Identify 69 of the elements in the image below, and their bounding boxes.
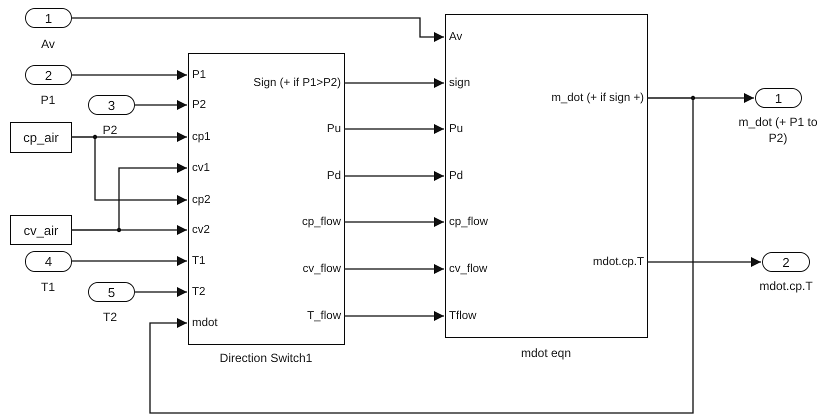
port-terminal [762,252,810,272]
port-terminal [88,95,135,115]
port-label: cp2 [192,193,211,207]
port-label: T_flow [307,309,341,323]
port-label: sign [449,76,470,90]
signal-line [345,264,444,274]
constant-block [10,215,72,245]
port-label: Pd [326,169,341,183]
port-label: Pu [326,122,341,136]
block-label: mdot eqn [520,345,572,361]
port-label: cp1 [192,130,211,144]
port-label: T1 [192,254,206,268]
port-label: cv_flow [302,262,341,276]
port-number: 2 [44,68,52,82]
port-terminal [25,251,72,272]
port-label: cv1 [192,161,210,175]
block-label: m_dot (+ P1 to P2) [738,114,818,146]
port-number: 5 [108,284,116,300]
block-label: Direction Switch1 [220,350,312,366]
signal-line [72,17,444,42]
signal-line [72,256,187,266]
constant-block [10,122,72,153]
signal-line [135,287,187,297]
port-terminal [755,88,802,108]
signal-line [345,311,444,321]
port-label: Pd [449,169,464,183]
block-label: T1 [41,279,55,295]
constant-name: cv_air [24,222,58,238]
signal-line [345,217,444,227]
port-label: mdot.cp.T [592,255,644,269]
port-number: 2 [782,254,790,270]
port-label: cp_flow [449,215,488,229]
signal-line [345,171,444,181]
port-label: mdot [192,316,218,330]
port-number: 3 [108,98,116,112]
signal-line [648,93,754,103]
signal-line [345,124,444,134]
port-label: P2 [192,98,206,112]
signal-line [135,100,187,110]
block-label: T2 [103,309,117,325]
signal-line [72,225,187,235]
block-label: Av [41,36,55,52]
port-label: m_dot (+ if sign +) [551,91,644,105]
block-label: mdot.cp.T [759,278,813,294]
port-terminal [88,282,135,302]
signal-line [149,97,694,414]
signal-line [72,136,187,205]
port-label: Sign (+ if P1>P2) [253,76,341,90]
port-label: cp_flow [302,215,341,229]
port-number: 1 [44,10,52,26]
port-terminal [25,8,72,28]
port-number: 1 [774,90,782,106]
port-label: Tflow [449,309,476,323]
port-label: cv2 [192,223,210,237]
port-terminal [25,65,72,85]
signal-line [72,70,187,80]
subsystem-block [188,53,345,345]
port-number: 4 [44,254,52,269]
port-label: P1 [192,68,206,82]
port-label: Pu [449,122,464,136]
subsystem-block [445,14,648,338]
port-label: cv_flow [449,262,488,276]
signal-line [648,257,761,267]
port-label: T2 [192,285,206,299]
block-label: P2 [102,122,118,138]
block-label: P1 [40,92,56,108]
port-label: Av [449,30,462,44]
constant-name: cp_air [23,130,59,145]
signal-line [345,78,444,88]
